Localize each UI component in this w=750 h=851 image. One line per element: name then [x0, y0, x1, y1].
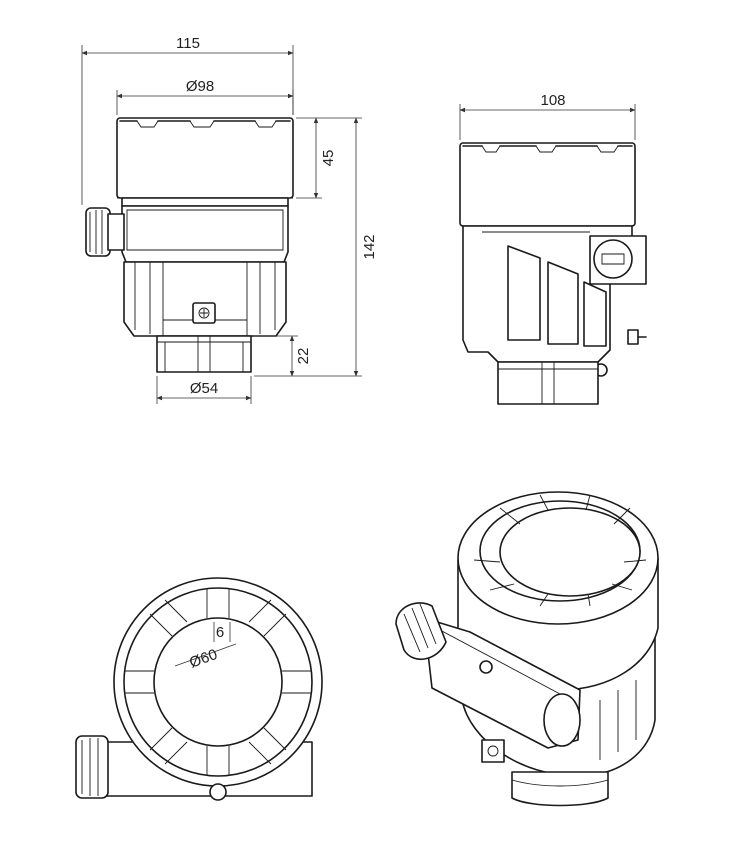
dim-total-height: 142 [361, 234, 378, 259]
dim-overall-width: 115 [176, 35, 200, 52]
dim-thread-diameter: Ø54 [190, 380, 218, 397]
side-view: 108 [459, 92, 647, 405]
dim-cover-height: 45 [320, 150, 337, 167]
dim-cover-diameter: Ø98 [186, 78, 214, 95]
dim-side-width: 108 [540, 92, 565, 109]
isometric-view [395, 491, 659, 807]
top-view: Ø60 6 [75, 577, 323, 801]
front-view: 115 Ø98 45 142 22 Ø54 [81, 35, 378, 404]
dim-thread-height: 22 [295, 348, 312, 365]
dim-slot-width: 6 [216, 624, 224, 641]
